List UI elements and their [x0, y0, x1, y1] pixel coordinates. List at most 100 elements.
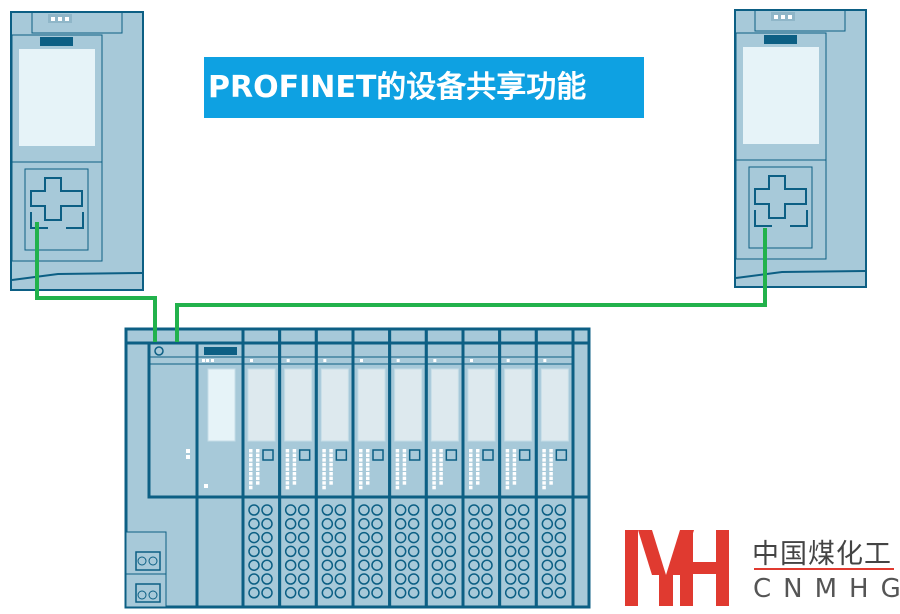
terminal-icon	[358, 559, 370, 571]
terminal-icon	[407, 504, 420, 516]
channel-led	[249, 458, 253, 462]
terminal-icon	[284, 504, 297, 516]
channel-led	[329, 453, 333, 458]
terminal-icon	[517, 518, 530, 530]
channel-led	[402, 449, 407, 453]
terminal-icon	[517, 504, 530, 516]
terminal-icon	[371, 518, 383, 530]
terminal-icon	[481, 518, 493, 530]
channel-led	[329, 458, 333, 462]
channel-led	[505, 472, 510, 476]
module-button	[482, 449, 494, 461]
terminal-icon	[431, 545, 444, 558]
terminal-icon	[468, 559, 480, 571]
channel-led	[432, 453, 436, 458]
terminal-icon	[444, 573, 457, 585]
channel-led	[432, 462, 436, 467]
channel-led	[256, 472, 260, 476]
terminal-icon	[248, 559, 260, 571]
terminal-icon	[358, 531, 370, 544]
status-led	[506, 359, 510, 362]
logo-chinese-text: 中国煤化工	[752, 539, 892, 570]
terminal-icon	[468, 587, 480, 599]
channel-led	[366, 481, 370, 485]
module-label-window	[247, 368, 276, 442]
status-led-icon	[154, 346, 164, 356]
channel-led	[249, 481, 253, 485]
status-led	[543, 359, 547, 362]
terminal-icon	[284, 518, 297, 530]
channel-led	[249, 467, 253, 471]
terminal-icon	[394, 504, 407, 516]
terminal-icon	[554, 545, 567, 558]
channel-led	[329, 449, 333, 453]
terminal-icon	[284, 573, 297, 585]
channel-led	[402, 462, 407, 467]
channel-led	[329, 481, 333, 485]
channel-led	[292, 472, 297, 476]
terminal-icon	[504, 504, 517, 516]
channel-led	[439, 462, 443, 467]
terminal-icon	[371, 531, 383, 544]
terminal-icon	[431, 573, 444, 585]
channel-led	[476, 462, 480, 467]
channel-led	[469, 481, 473, 485]
terminal-icon	[504, 531, 517, 544]
channel-led	[249, 449, 253, 453]
terminal-icon	[334, 587, 347, 599]
channel-led	[469, 449, 473, 453]
channel-led	[469, 476, 473, 481]
channel-led	[402, 453, 407, 458]
channel-led	[512, 462, 517, 467]
channel-led	[359, 485, 363, 490]
channel-led	[329, 462, 333, 467]
terminal-icon	[334, 518, 347, 530]
channel-led	[439, 449, 443, 453]
terminal-icon	[358, 504, 370, 516]
channel-led	[395, 472, 400, 476]
terminal-icon	[444, 518, 457, 530]
channel-led	[359, 453, 363, 458]
channel-led	[285, 467, 290, 471]
channel-led	[292, 462, 297, 467]
status-led	[286, 359, 290, 362]
terminal-icon	[297, 587, 310, 599]
terminal-icon	[541, 587, 554, 599]
terminal-icon	[394, 559, 407, 571]
terminal-icon	[394, 573, 407, 585]
terminal-icon	[358, 587, 370, 599]
channel-led	[549, 449, 553, 453]
terminal-icon	[468, 531, 480, 544]
module-button	[372, 449, 384, 461]
channel-led	[512, 476, 517, 481]
channel-led	[439, 458, 443, 462]
terminal-icon	[297, 559, 310, 571]
terminal-icon	[358, 545, 370, 558]
terminal-icon	[284, 559, 297, 571]
terminal-icon	[481, 573, 493, 585]
channel-led	[432, 449, 436, 453]
channel-led	[505, 449, 510, 453]
channel-led	[512, 467, 517, 471]
module-label-window	[284, 368, 313, 442]
terminal-icon	[407, 559, 420, 571]
plc-controller-right	[734, 9, 867, 288]
module-button	[518, 449, 531, 461]
channel-led	[549, 472, 553, 476]
channel-led	[402, 458, 407, 462]
channel-led	[469, 467, 473, 471]
terminal-icon	[468, 545, 480, 558]
terminal-icon	[248, 545, 260, 558]
terminal-icon	[248, 587, 260, 599]
module-button	[262, 449, 274, 461]
channel-led	[366, 449, 370, 453]
channel-led	[322, 476, 326, 481]
terminal-icon	[407, 518, 420, 530]
channel-led	[505, 462, 510, 467]
terminal-icon	[334, 545, 347, 558]
channel-led	[432, 467, 436, 471]
terminal-icon	[394, 587, 407, 599]
channel-led	[439, 472, 443, 476]
channel-led	[505, 467, 510, 471]
navigation-cross-icon	[754, 175, 807, 219]
